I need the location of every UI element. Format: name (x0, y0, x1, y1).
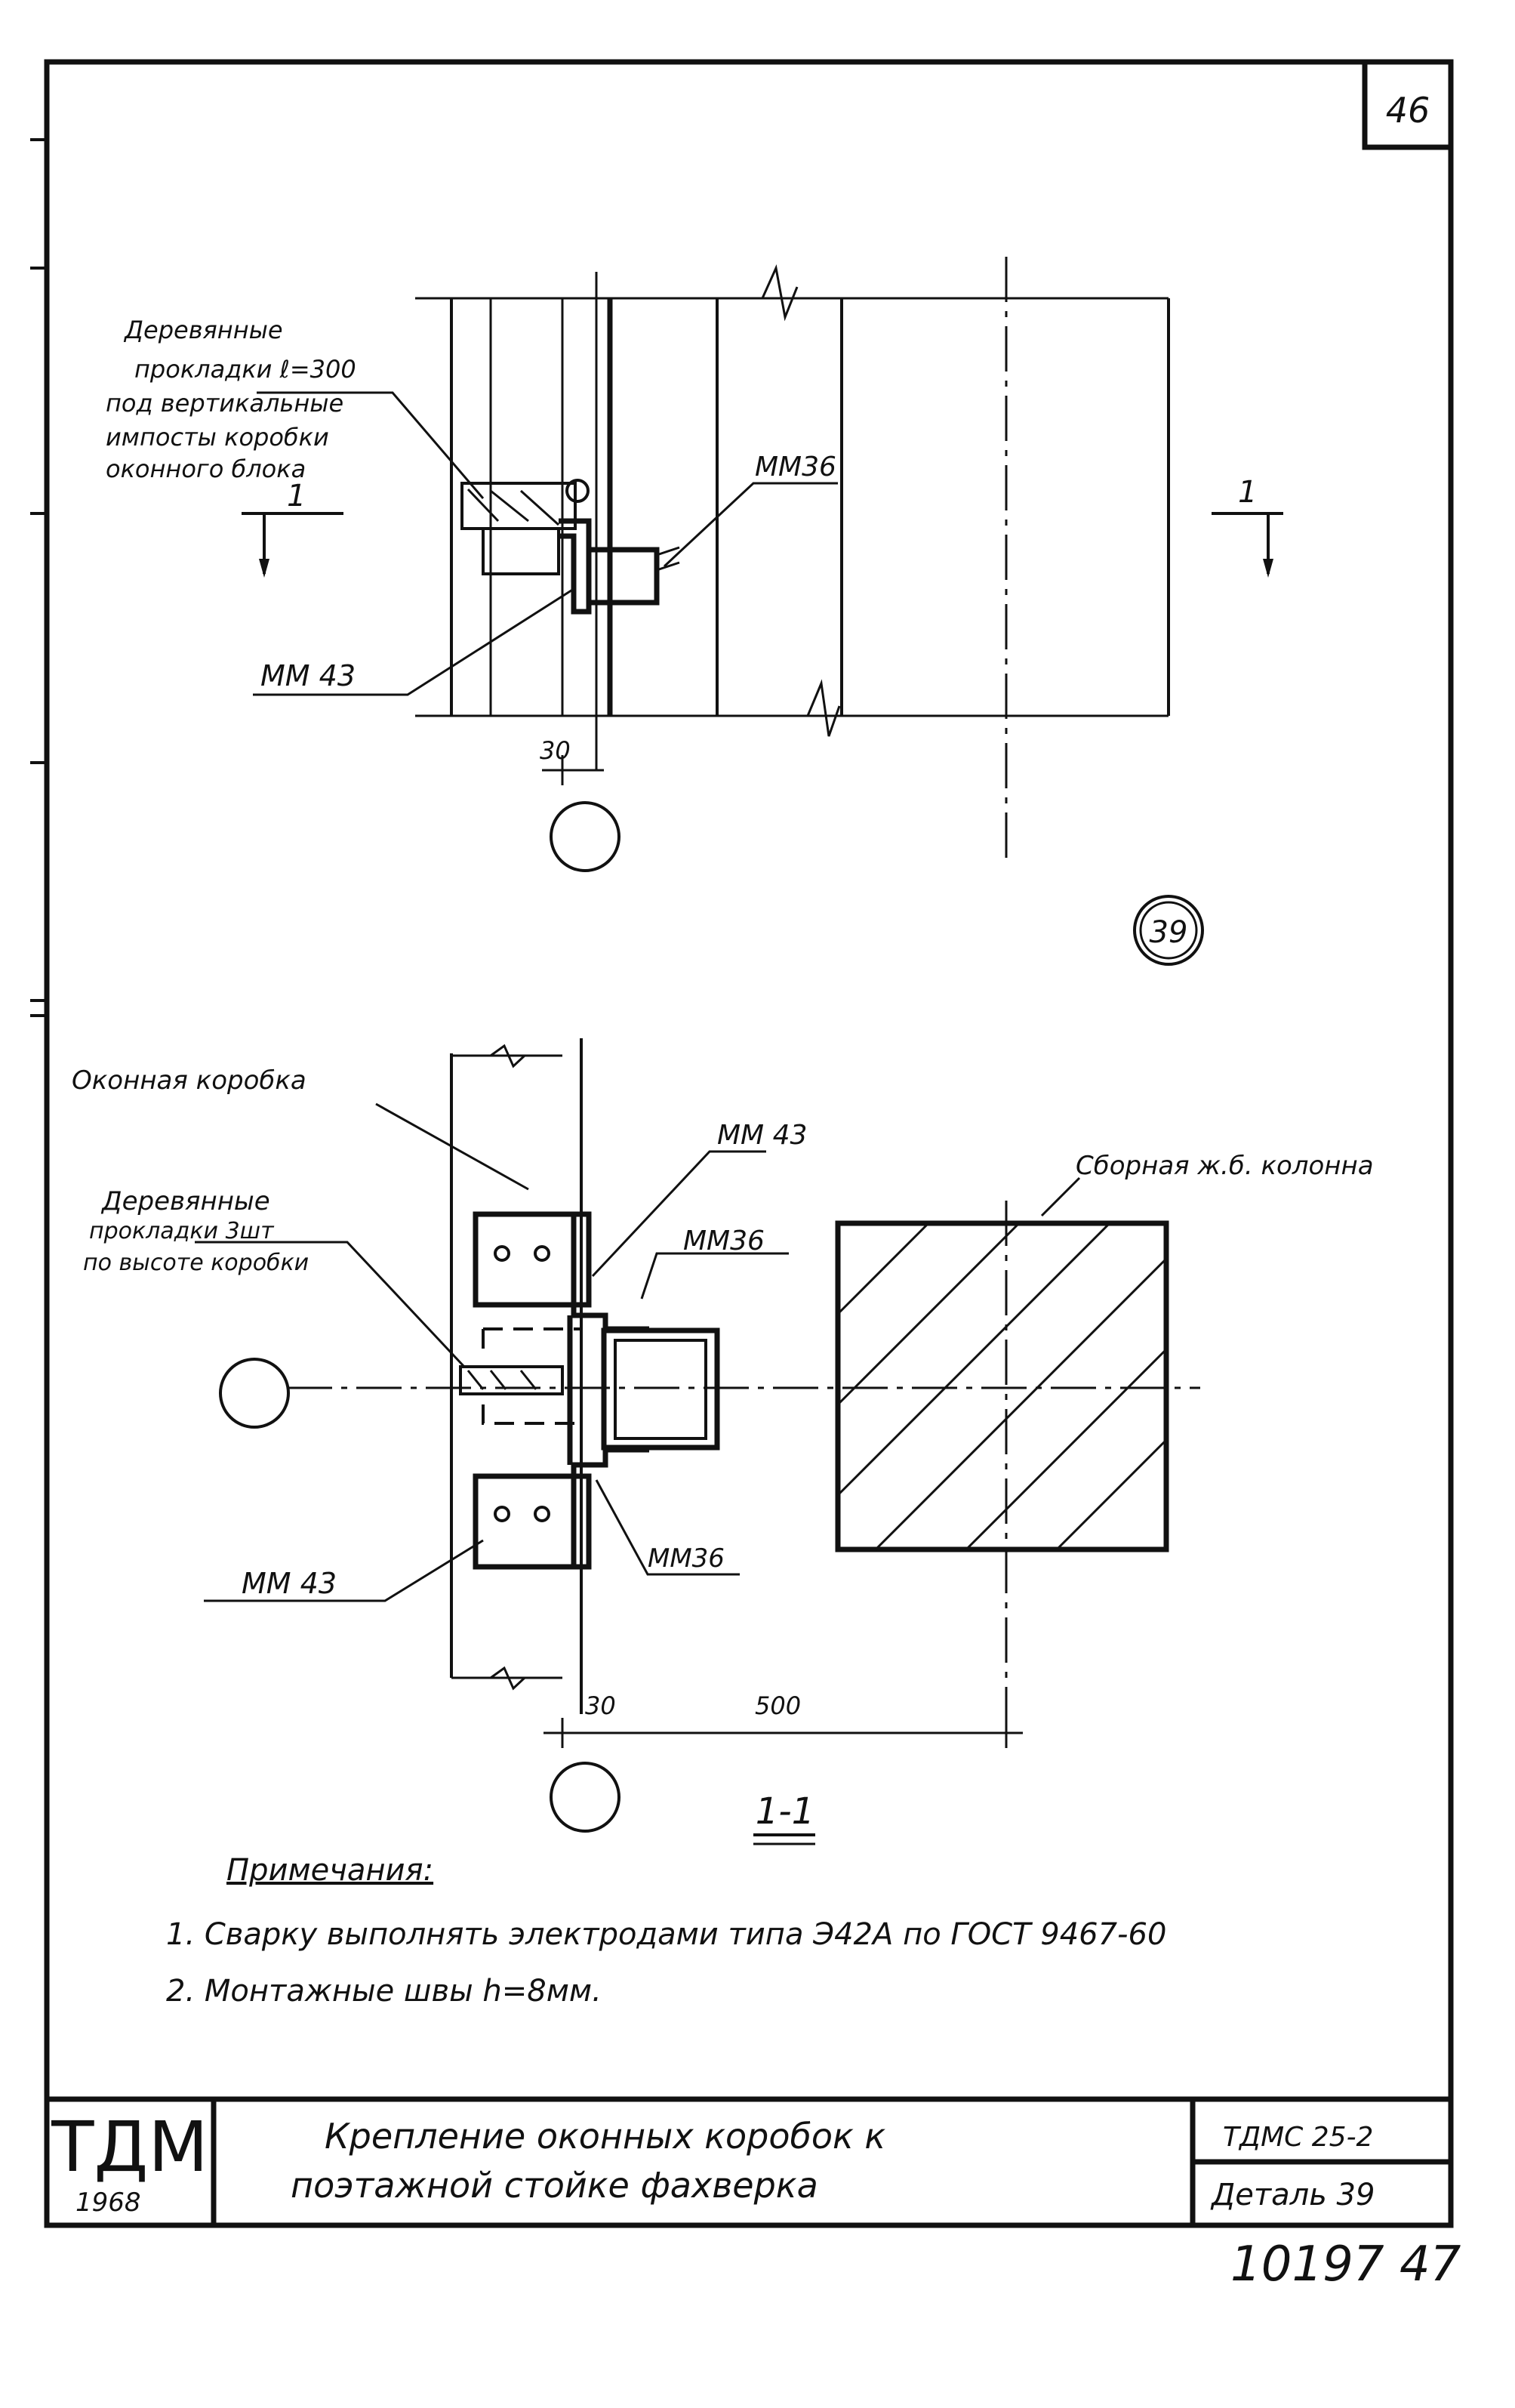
title-line-1: Крепление оконных коробок к (325, 2116, 885, 2157)
section-dim-500: 500 (755, 1691, 801, 1720)
mm43-bottom-label: ММ 43 (242, 1567, 337, 1600)
top-wood-pads-label-2: прокладки ℓ=300 (134, 355, 356, 384)
section-mark-right: 1 (1238, 475, 1257, 510)
note-1: 1. Сварку выполнять электродами типа Э42… (166, 1917, 1166, 1952)
mm36-bottom-label: ММ36 (648, 1543, 725, 1574)
sheet-number-box: 46 (1362, 62, 1451, 150)
section-title: 1-1 (756, 1790, 814, 1833)
section-wood-pads-label-1: Деревянные (100, 1186, 270, 1216)
window-frame-label: Оконная коробка (72, 1065, 306, 1096)
top-elevation-view (242, 257, 1283, 872)
section-wood-pads-label-2: прокладки 3шт (89, 1218, 275, 1244)
title-detail: Деталь 39 (1210, 2178, 1375, 2212)
sheet-number: 46 (1386, 90, 1430, 131)
top-wood-pads-label-1: Деревянные (123, 316, 283, 344)
notes-heading: Примечания: (226, 1853, 433, 1888)
stamp-number: 10197 47 (1230, 2237, 1461, 2292)
tdm-logo: ТДМ (51, 2107, 208, 2188)
top-wood-pads-label-3: под вертикальные (106, 389, 343, 418)
axis-bubble-bottom (550, 1762, 620, 1833)
detail-badge-number: 39 (1150, 915, 1188, 950)
top-wood-pads-label-4: импосты коробки (106, 423, 329, 452)
top-dim-30: 30 (540, 736, 571, 765)
axis-bubble-top (550, 801, 620, 872)
mm43-top-label: ММ 43 (717, 1120, 807, 1151)
concrete-column (835, 1220, 1169, 1552)
title-line-2: поэтажной стойке фахверка (291, 2165, 818, 2206)
title-block (47, 2096, 1451, 2225)
section-wood-pads-label-3: по высоте коробки (83, 1250, 309, 1276)
section-mark-left: 1 (287, 479, 306, 513)
note-2: 2. Монтажные швы h=8мм. (166, 1974, 602, 2009)
top-mm43-label: ММ 43 (260, 659, 356, 692)
binding-ticks (30, 138, 47, 1017)
column-label: Сборная ж.б. колонна (1076, 1151, 1374, 1181)
title-code: ТДМС 25-2 (1223, 2122, 1373, 2153)
title-year: 1968 (75, 2188, 141, 2218)
mm36-top-label: ММ36 (683, 1226, 765, 1256)
top-wood-pads-label-5: оконного блока (106, 455, 306, 483)
top-mm36-label: ММ36 (755, 452, 836, 483)
detail-badge-outer (1133, 895, 1204, 966)
detail-badge-inner (1139, 901, 1198, 960)
sheet-frame (44, 59, 1454, 2228)
section-dim-30: 30 (585, 1691, 616, 1720)
section-1-1-view (195, 1038, 1200, 1845)
axis-bubble-left (219, 1358, 290, 1429)
